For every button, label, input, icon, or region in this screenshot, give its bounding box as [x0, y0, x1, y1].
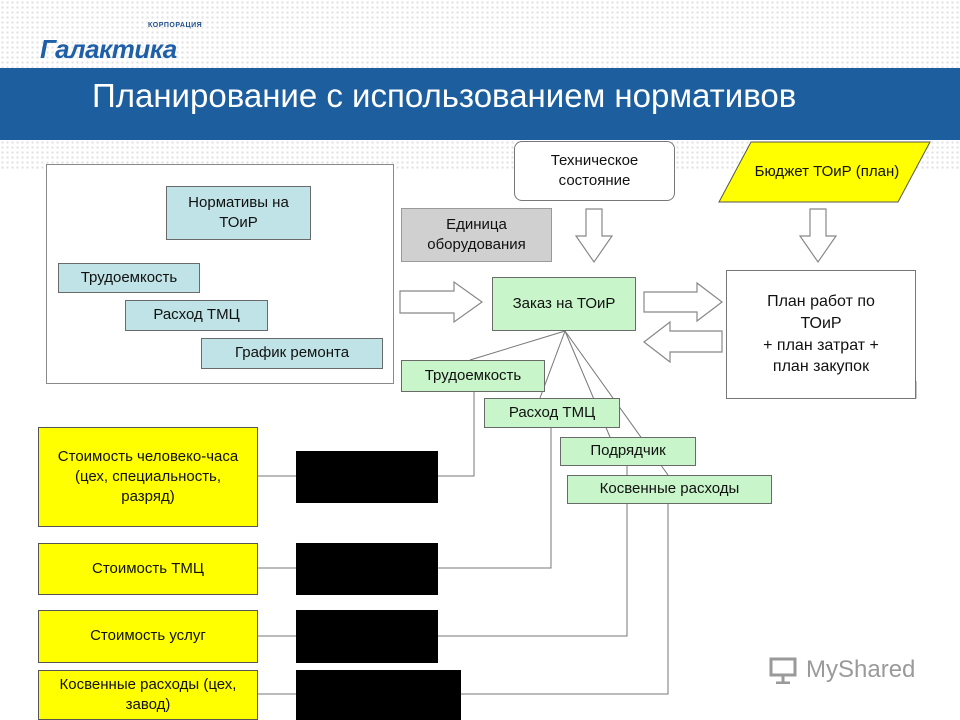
cost-hourly-box: Стоимость человеко-часа (цех, специально…	[38, 427, 258, 527]
feed-tmc	[438, 428, 552, 569]
tech-state-box: Техническое состояние	[514, 141, 675, 201]
myshared-watermark: MyShared	[768, 656, 915, 684]
equipment-unit-box: Единица оборудования	[401, 208, 552, 262]
logo-corporation-label: КОРПОРАЦИЯ	[148, 22, 203, 29]
feed-services	[438, 466, 628, 637]
galaktika-logo: КОРПОРАЦИЯ Галактика	[40, 22, 210, 66]
plan-box: План работ по ТОиР + план затрат + план …	[726, 270, 916, 399]
plan-line-1: План работ по ТОиР	[767, 293, 875, 332]
order-line-labor	[469, 330, 566, 361]
order-materials-box: Расход ТМЦ	[484, 398, 620, 428]
redacted-block-4	[296, 670, 461, 720]
title-banner	[0, 68, 960, 140]
order-indirect-box: Косвенные расходы	[567, 475, 772, 504]
labor-box: Трудоемкость	[58, 263, 200, 293]
arrow-left-order	[643, 320, 723, 364]
arrow-right-order	[399, 280, 484, 324]
arrow-down-budget	[798, 208, 838, 264]
materials-box: Расход ТМЦ	[125, 300, 268, 331]
arrow-right-plan	[643, 281, 723, 323]
cost-services-box: Стоимость услуг	[38, 610, 258, 663]
budget-parallelogram	[718, 141, 931, 203]
cost-indirect-box: Косвенные расходы (цех, завод)	[38, 670, 258, 720]
arrow-down-tech	[574, 208, 614, 264]
redacted-block-2	[296, 543, 438, 595]
plan-line-2: + план затрат +	[763, 336, 879, 354]
logo-wordmark: Галактика	[40, 34, 177, 64]
order-contractor-box: Подрядчик	[560, 437, 696, 466]
budget-label: Бюджет ТОиР (план)	[754, 162, 900, 180]
feed-labor	[438, 392, 475, 477]
cost-tmc-box: Стоимость ТМЦ	[38, 543, 258, 595]
watermark-text: MyShared	[806, 656, 916, 683]
plan-line-3: план закупок	[772, 358, 870, 376]
redacted-block-1	[296, 451, 438, 503]
order-labor-box: Трудоемкость	[401, 360, 545, 392]
order-box: Заказ на ТОиР	[492, 277, 636, 331]
presentation-icon	[769, 657, 797, 684]
redacted-block-3	[296, 610, 438, 663]
page-title: Планирование с использованием нормативов	[92, 77, 797, 114]
normatives-box: Нормативы на ТОиР	[166, 186, 311, 240]
feed-indirect	[461, 504, 669, 695]
schedule-box: График ремонта	[201, 338, 383, 369]
